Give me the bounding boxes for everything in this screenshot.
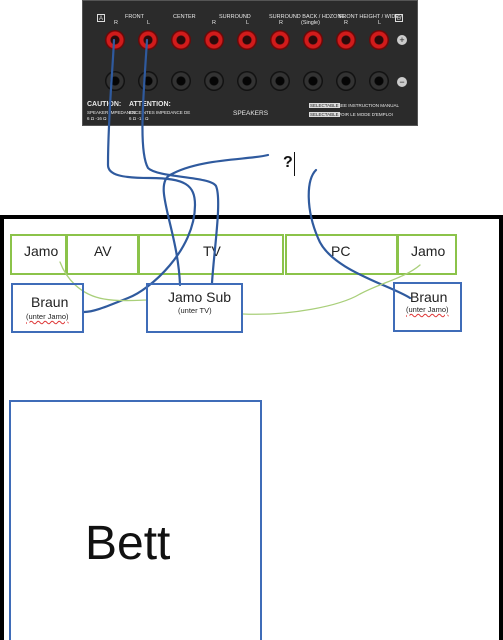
terminal-front-height-r-minus[interactable] [336,71,356,91]
speaker-braun-left: Braun (unter Jamo) [11,283,84,333]
caution-text: SPEAKER IMPEDANCE [87,110,137,115]
speakers-label: SPEAKERS [233,110,269,117]
furniture-label: AV [94,243,112,259]
group-label-surround-back: SURROUND BACK / HDZONE [269,14,346,20]
furniture-jamo-right: Jamo [397,234,457,275]
attention-title: ATTENTION: [129,101,171,108]
terminal-surround-l-plus[interactable] [237,30,257,50]
caution-title: CAUTION: [87,101,122,108]
channel-r-label: R [344,20,348,26]
bed-label: Bett [85,517,171,570]
plus-icon: + [397,35,407,45]
speaker-label: Braun [31,294,69,310]
selectable-badge: SELECTABLE [309,103,340,108]
selectable-text: SEE INSTRUCTION MANUAL [338,103,400,108]
channel-l-label: L [147,20,151,26]
channel-l-label: L [378,20,382,26]
speaker-note: (unter Jamo) [26,312,69,321]
speaker-note: (unter TV) [178,306,212,315]
group-label-front: FRONT [125,14,144,20]
receiver-back-panel: A B FRONT CENTER SURROUND SURROUND BACK … [82,0,418,126]
furniture-label: Jamo [411,243,446,259]
furniture-tv: TV [138,234,284,275]
terminal-surround-r-plus[interactable] [204,30,224,50]
signal-wire [242,264,421,315]
furniture-label: PC [331,243,351,259]
terminal-surround-r-minus[interactable] [204,71,224,91]
speaker-wire [307,168,412,300]
speaker-label: Braun [410,289,448,305]
zone-b-marker: B [395,14,403,22]
minus-icon: − [397,77,407,87]
text-cursor [294,152,295,176]
group-label-center: CENTER [173,14,196,20]
speaker-note: (unter Jamo) [406,305,449,314]
terminal-surround-back-r-minus[interactable] [270,71,290,91]
speaker-wire [162,153,270,287]
signal-wire [59,261,148,302]
channel-l-label: L [246,20,250,26]
terminal-front-height-r-plus[interactable] [336,30,356,50]
zone-a-marker: A [97,14,105,22]
terminal-surround-l-minus[interactable] [237,71,257,91]
question-mark: ? [283,154,293,171]
terminal-center-plus[interactable] [171,30,191,50]
speaker-label: Jamo Sub [168,289,232,305]
terminal-center-minus[interactable] [171,71,191,91]
attention-text: ENCEINTES IMPEDANCE DE [129,110,191,115]
caution-impedance: 6 Ω -16 Ω [87,116,107,121]
selectable-badge: SELECTABLE [309,112,340,117]
furniture-label: Jamo [24,243,59,259]
terminal-front-height-l-plus[interactable] [369,30,389,50]
group-label-surround-back-single: (Single) [301,20,320,26]
channel-r-label: R [114,20,118,26]
group-label-surround: SURROUND [219,14,251,20]
speaker-wire [141,38,220,285]
room-outline [0,215,503,640]
speaker-jamo-sub: Jamo Sub (unter TV) [146,283,243,333]
terminal-front-height-l-minus[interactable] [369,71,389,91]
terminal-surround-back-l-plus[interactable] [303,30,323,50]
terminal-surround-back-r-plus[interactable] [270,30,290,50]
bed: Bett [9,400,262,640]
speaker-braun-right: Braun (unter Jamo) [393,282,462,332]
terminal-front-r-minus[interactable] [105,71,125,91]
channel-r-label: R [279,20,283,26]
speaker-wire [82,38,197,314]
terminal-surround-back-l-minus[interactable] [303,71,323,91]
channel-r-label: R [212,20,216,26]
furniture-label: TV [203,243,221,259]
selectable-text: VOIR LE MODE D'EMPLOI [338,112,393,117]
group-label-front-height: FRONT HEIGHT / WIDE / [339,14,403,20]
attention-impedance: 6 Ω -16 Ω [129,116,149,121]
